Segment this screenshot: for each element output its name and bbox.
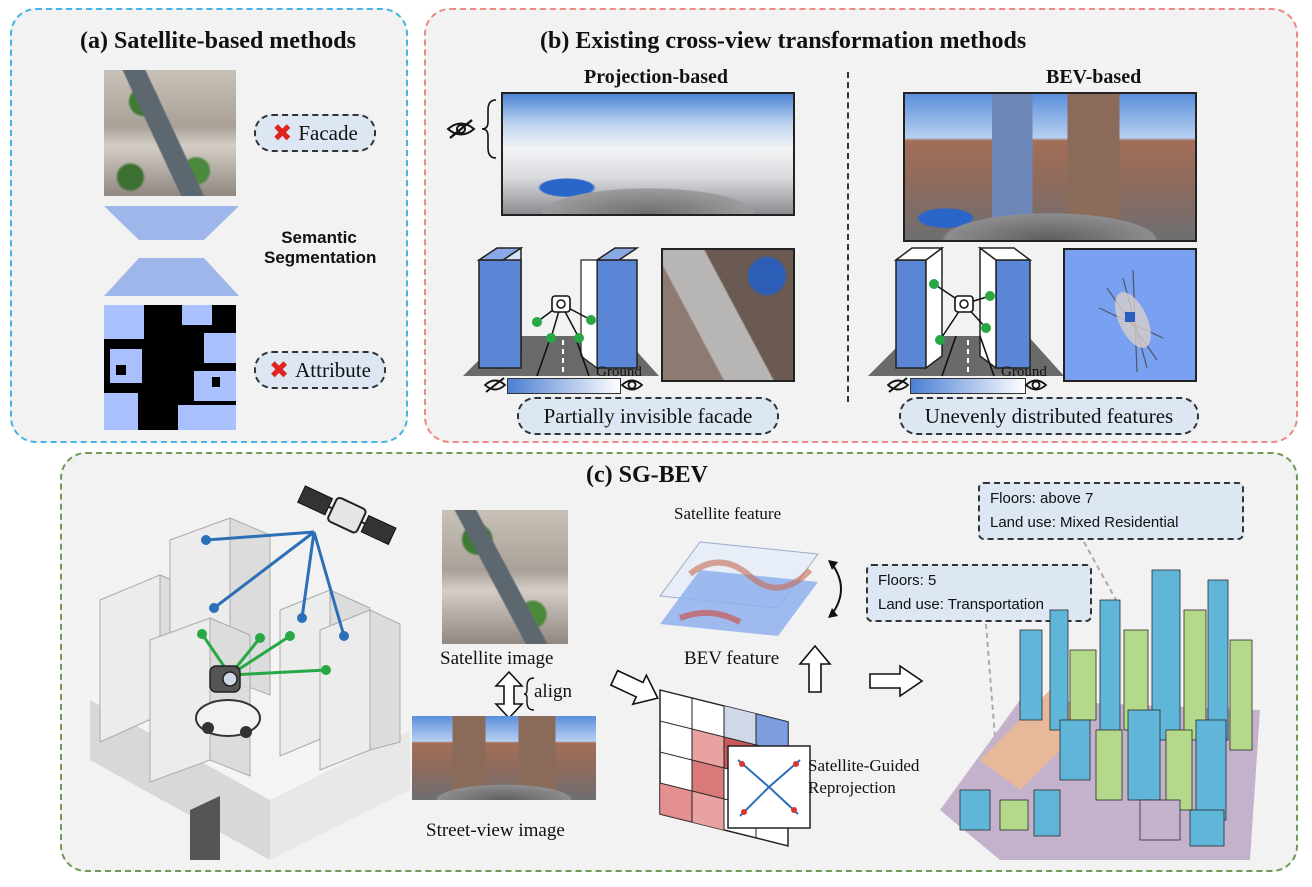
projection-panorama — [501, 92, 795, 216]
info-2-landuse: Land use: Transportation — [878, 596, 1044, 613]
ground-label-left: Ground — [596, 364, 642, 380]
align-brace — [523, 677, 535, 711]
eye-icon — [1024, 379, 1048, 391]
panel-b-title: (b) Existing cross-view transformation m… — [540, 28, 1027, 54]
eye-slash-icon — [446, 119, 476, 139]
info-1-floors: Floors: above 7 — [990, 490, 1094, 507]
result-city-map — [940, 569, 1260, 860]
facade-pill: ✖ Facade — [254, 114, 376, 152]
cross-icon: ✖ — [272, 119, 293, 147]
cross-icon: ✖ — [269, 356, 290, 384]
info-2-floors: Floors: 5 — [878, 572, 937, 589]
street-view-image — [412, 716, 596, 800]
satellite-image-thumb — [104, 70, 236, 196]
city-illustration — [90, 517, 410, 860]
ground-label-right: Ground — [1001, 364, 1047, 380]
eye-icon — [620, 379, 644, 391]
projection-topdown-view — [661, 248, 795, 382]
rotate-arrow-icon — [828, 560, 842, 618]
satellite-icon — [297, 485, 397, 546]
attribute-label: Attribute — [295, 357, 371, 382]
satellite-feature-label: Satellite feature — [674, 504, 782, 523]
panel-a-title: (a) Satellite-based methods — [80, 28, 356, 54]
arrow-right-icon — [609, 669, 659, 706]
facade-label: Facade — [298, 120, 358, 145]
feature-layers — [659, 541, 819, 636]
panel-c-title: (c) SG-BEV — [586, 462, 708, 488]
visibility-gradient-bar — [507, 378, 621, 394]
align-double-arrow — [494, 670, 524, 720]
arrow-right-icon — [869, 664, 924, 698]
arrow-up-icon — [798, 644, 832, 693]
attribute-pill: ✖ Attribute — [254, 351, 386, 389]
projection-heading: Projection-based — [584, 66, 729, 88]
street-view-label: Street-view image — [426, 820, 565, 841]
bev-heading: BEV-based — [1046, 66, 1142, 88]
satellite-image — [442, 510, 568, 644]
eye-slash-icon — [483, 377, 507, 393]
projection-caption: Partially invisible facade — [543, 403, 753, 428]
projection-schematic — [463, 246, 659, 377]
info-box-mixed-residential: Floors: above 7 Land use: Mixed Resident… — [978, 482, 1244, 540]
visibility-gradient-bar — [910, 378, 1026, 394]
info-1-landuse: Land use: Mixed Residential — [990, 514, 1179, 531]
align-label: align — [534, 681, 572, 702]
segmentation-label: Semantic Segmentation — [264, 228, 377, 267]
reprojection-label-1: Satellite-Guided — [808, 756, 920, 775]
eye-slash-icon — [886, 377, 910, 393]
projection-caption-pill: Partially invisible facade — [517, 397, 779, 435]
panel-b-divider — [847, 72, 849, 402]
bev-feature-scatter — [1098, 269, 1164, 373]
bev-schematic — [868, 246, 1064, 377]
bev-feature-label: BEV feature — [684, 648, 780, 669]
reprojection-label-2: Reprojection — [808, 778, 896, 797]
brace-shape — [481, 99, 497, 159]
bev-panorama — [903, 92, 1197, 242]
bev-caption-pill: Unevenly distributed features — [899, 397, 1199, 435]
reprojection-rays — [727, 745, 811, 829]
segmentation-map — [104, 305, 236, 430]
satellite-image-label: Satellite image — [440, 648, 554, 669]
encoder-decoder-shape — [104, 206, 239, 296]
bev-caption: Unevenly distributed features — [924, 403, 1174, 428]
